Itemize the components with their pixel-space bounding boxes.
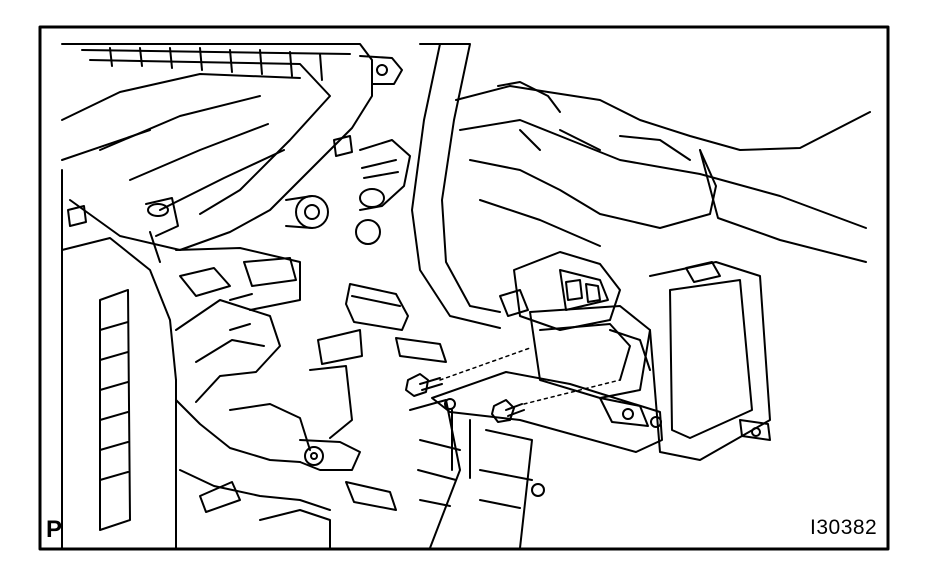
hose	[359, 43, 501, 329]
wire-harness	[455, 81, 871, 263]
figure-id-label: I30382	[810, 516, 878, 539]
actuator-bracket	[409, 261, 771, 549]
figure-frame	[38, 25, 890, 551]
corner-label: P	[46, 516, 63, 543]
connector	[499, 251, 621, 331]
heater-unit-case	[61, 43, 403, 549]
damper-link	[175, 283, 447, 471]
screw	[405, 373, 525, 423]
alignment-lines	[439, 347, 621, 405]
